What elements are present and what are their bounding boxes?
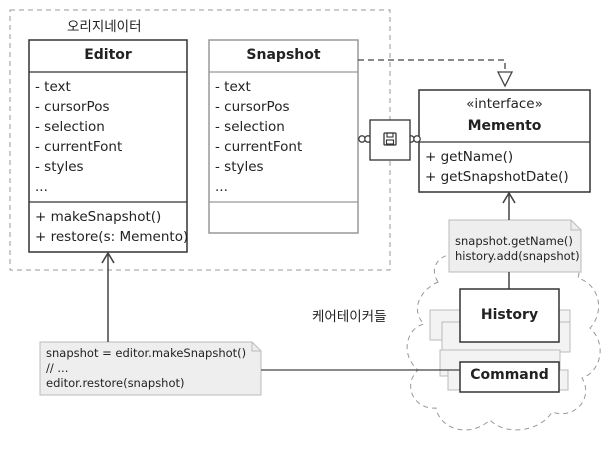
editor-field: - styles [35,159,84,175]
editor-fields: - text - cursorPos - selection - current… [35,77,122,197]
memento-methods: + getName() + getSnapshotDate() [425,147,569,187]
command-note-line: // ... [46,361,69,375]
editor-field: - text [35,79,71,95]
snapshot-field: ... [215,179,228,195]
floppy-disk-icon [383,132,397,146]
history-title: History [480,307,539,323]
caretaker-group-label: 케어테이커들 [312,309,387,325]
command-note-line: snapshot = editor.makeSnapshot() [46,346,247,360]
command-note-line: editor.restore(snapshot) [46,376,185,390]
command-note-text: snapshot = editor.makeSnapshot() // ... … [46,346,246,391]
command-note [39,341,262,396]
history-class[interactable] [459,288,560,343]
memento-method: + getSnapshotDate() [425,169,569,185]
editor-methods: + makeSnapshot() + restore(s: Memento) [35,207,188,247]
editor-field: ... [35,179,48,195]
history-note-text: snapshot.getName() history.add(snapshot) [455,234,580,264]
editor-field: - selection [35,119,105,135]
originator-group-label: 오리지네이터 [64,15,145,35]
snapshot-title: Snapshot [246,47,321,63]
command-title: Command [470,367,549,383]
snapshot-class[interactable] [208,39,359,234]
history-note-line: snapshot.getName() [455,234,573,248]
editor-title: Editor [84,47,132,63]
command-class[interactable] [459,361,560,393]
originator-group [9,9,391,271]
memento-method: + getName() [425,149,514,165]
snapshot-field: - styles [215,159,264,175]
editor-field: - currentFont [35,139,123,155]
editor-method: + restore(s: Memento) [35,229,189,245]
history-note-line: history.add(snapshot) [455,249,580,263]
memento-stereotype: «interface» [466,96,543,112]
snapshot-field: - selection [215,119,285,135]
editor-class[interactable] [28,39,188,253]
snapshot-field: - cursorPos [215,99,290,115]
snapshot-fields: - text - cursorPos - selection - current… [215,77,302,197]
editor-method: + makeSnapshot() [35,209,162,225]
history-note [448,219,582,273]
editor-field: - cursorPos [35,99,110,115]
realization-line [358,59,506,72]
snapshot-field: - text [215,79,251,95]
snapshot-field: - currentFont [215,139,303,155]
memento-interface[interactable] [418,89,591,193]
realization-arrowhead [496,71,514,88]
memento-title: Memento [467,118,542,134]
